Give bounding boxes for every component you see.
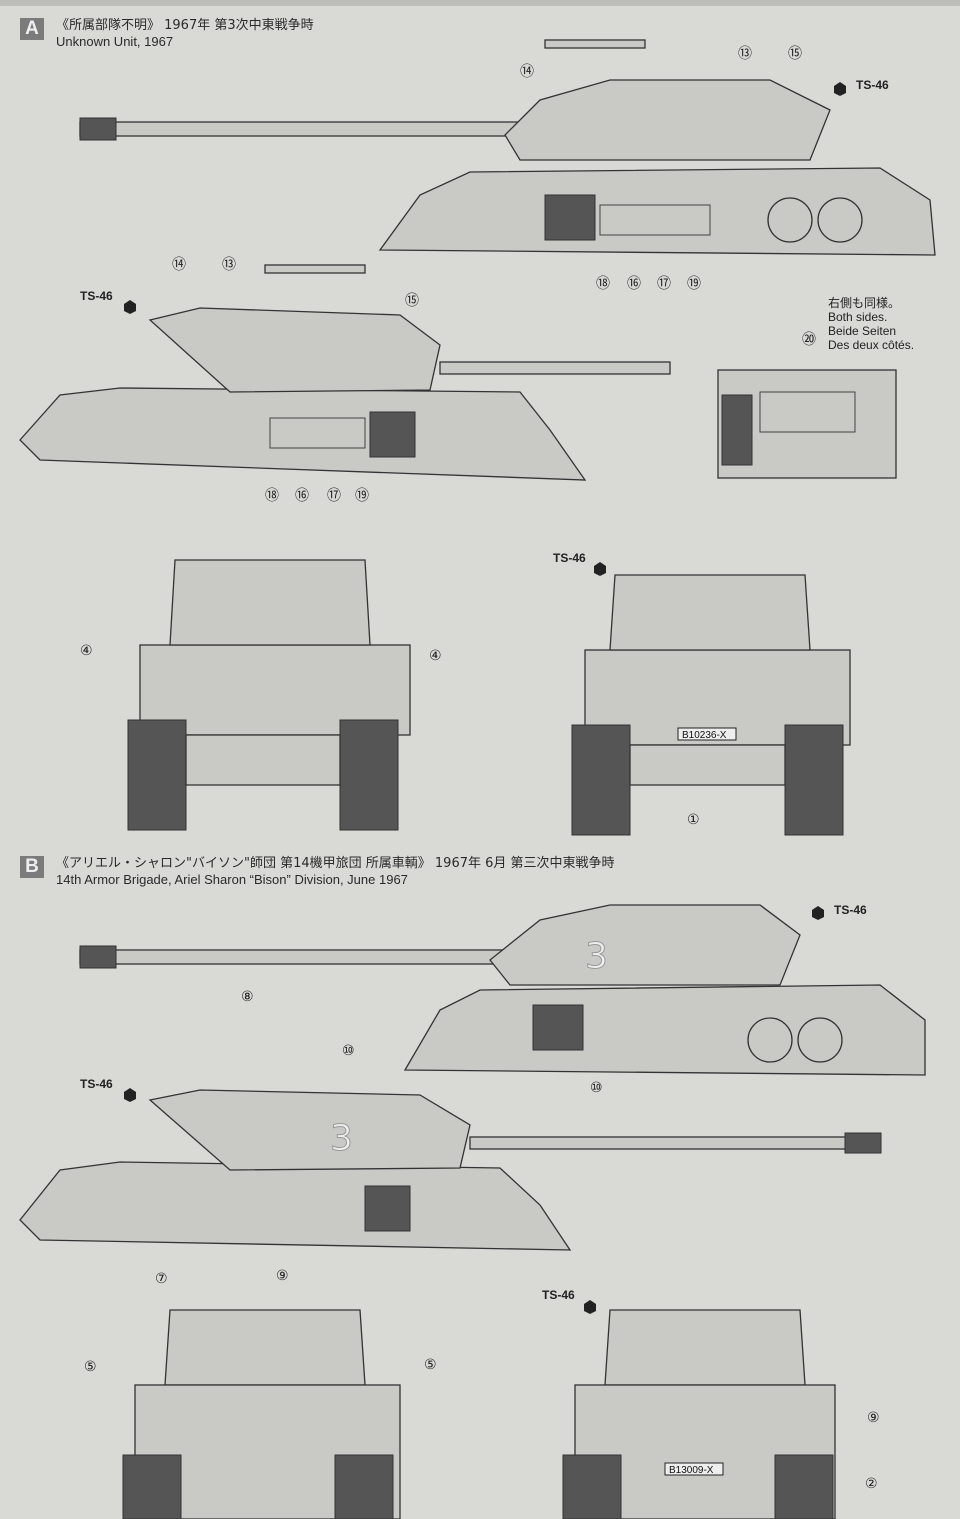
note-de: Beide Seiten [828,324,897,338]
callout-15: ⑮ [405,293,419,309]
callout-5: ⑤ [424,1357,437,1373]
b-rear-view: B13009-X ⑨ ② TS-46 [542,1288,880,1519]
callout-20: ⑳ [802,332,816,348]
paint-hex-icon [812,906,824,920]
b-front-view: ⑦ ⑨ ⑤ ⑤ [84,1268,437,1519]
scheme-a-badge: A [20,18,44,40]
note-fr: Des deux côtés. [828,338,915,352]
callout-16: ⑯ [627,276,641,292]
paint-code: TS-46 [834,903,867,917]
b-side-view-right: 3 ⑩ TS-46 [19,1043,882,1251]
note-jp: 右側も同様。 [828,296,901,310]
callout-2: ② [865,1476,878,1492]
callout-1: ① [687,812,700,828]
turret-number: 3 [330,1118,353,1159]
scheme-b-title-jp: 《アリエル・シャロン"バイソン"師団 第14機甲旅団 所属車輌》 1967年 6… [56,856,615,871]
paint-hex-icon [124,300,136,314]
scheme-a-title-en: Unknown Unit, 1967 [56,34,174,49]
scheme-b-header: B 《アリエル・シャロン"バイソン"師団 第14機甲旅団 所属車輌》 1967年… [20,856,615,888]
callout-10: ⑩ [342,1043,355,1059]
paint-code: TS-46 [553,551,586,565]
callout-7: ⑦ [155,1271,168,1287]
license-plate: B10236-X [682,730,727,741]
callout-18: ⑱ [265,488,279,504]
scheme-b-badge: B [20,856,44,878]
callout-19: ⑲ [687,276,701,292]
scheme-a-header: A 《所属部隊不明》 1967年 第3次中東戦争時 Unknown Unit, … [20,18,314,50]
paint-code: TS-46 [80,1077,113,1091]
note-en: Both sides. [828,310,888,324]
a-side-view-left: ⑭ ⑬ ⑮ ⑱ ⑯ ⑰ ⑲ TS-46 [79,39,936,292]
scheme-b-title-en: 14th Armor Brigade, Ariel Sharon “Bison”… [56,872,408,887]
callout-17: ⑰ [657,276,671,292]
a-front-view: ④ ④ [80,559,442,831]
paint-code: TS-46 [542,1288,575,1302]
paint-hex-icon [584,1300,596,1314]
callout-19: ⑲ [355,488,369,504]
callout-14: ⑭ [172,257,186,273]
paint-code: TS-46 [80,289,113,303]
license-plate: B13009-X [669,1465,714,1476]
turret-number: 3 [585,936,608,977]
a-side-view-right: ⑭ ⑬ ⑮ ⑱ ⑯ ⑰ ⑲ TS-46 [19,257,671,504]
callout-9: ⑨ [867,1410,880,1426]
callout-9: ⑨ [276,1268,289,1284]
paint-hex-icon [124,1088,136,1102]
callout-14: ⑭ [520,64,534,80]
both-sides-note: 右側も同様。 Both sides. Beide Seiten Des deux… [828,296,914,352]
callout-4: ④ [429,648,442,664]
top-edge [0,0,960,6]
callout-13: ⑬ [738,46,752,62]
a-rear-view: B10236-X ① TS-46 [553,551,851,836]
paint-hex-icon [834,82,846,96]
paint-code: TS-46 [856,78,889,92]
paint-hex-icon [594,562,606,576]
b-side-view-left: 3 ⑧ ⑩ TS-46 [79,903,926,1096]
callout-8: ⑧ [241,989,254,1005]
callout-13: ⑬ [222,257,236,273]
callout-17: ⑰ [327,488,341,504]
callout-15: ⑮ [788,46,802,62]
callout-5: ⑤ [84,1359,97,1375]
a-detail-inset: ⑳ [717,332,897,479]
callout-18: ⑱ [596,276,610,292]
callout-16: ⑯ [295,488,309,504]
callout-4: ④ [80,643,93,659]
scheme-a-title-jp: 《所属部隊不明》 1967年 第3次中東戦争時 [56,18,314,33]
callout-10: ⑩ [590,1080,603,1096]
